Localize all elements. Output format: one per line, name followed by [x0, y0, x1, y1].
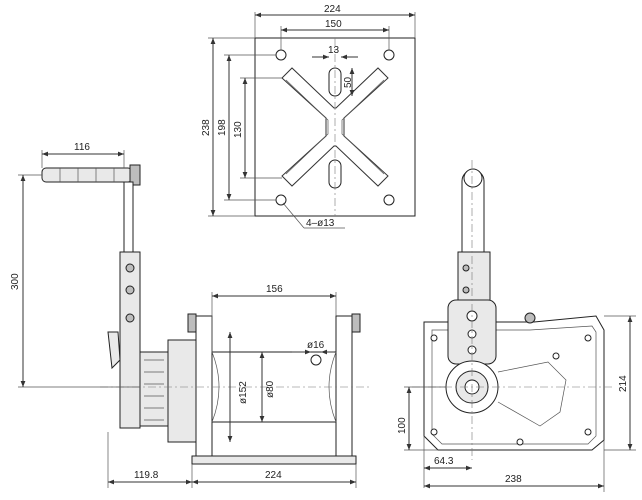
handle-grip: [41, 167, 133, 183]
dim-cross-height: 130: [233, 121, 244, 138]
dim-axis-height: 100: [397, 417, 408, 434]
gearbox-housing: [139, 351, 169, 427]
dim-hole-dia: ø16: [307, 340, 325, 351]
dim-handle-width: 116: [74, 142, 90, 153]
dim-end-width: 238: [505, 474, 522, 485]
dim-end-height: 214: [618, 375, 629, 392]
motor-body: [167, 339, 197, 443]
base-plate: [191, 455, 357, 465]
dim-flange-dia: ø152: [238, 381, 249, 404]
right-flange: [335, 315, 353, 457]
holes-callout: 4–ø13: [306, 218, 335, 229]
dim-drum-length: 156: [266, 284, 283, 295]
mounting-hole: [275, 194, 287, 206]
mounting-hole: [275, 49, 287, 61]
side-view-winch: 116 300 156 ø16 ø152 ø80 119.8 224: [10, 142, 372, 488]
handle-arm: [123, 181, 134, 263]
dim-offset: 119.8: [134, 470, 159, 481]
dim-base-width: 224: [265, 470, 282, 481]
dim-top-width: 224: [324, 4, 341, 15]
drum-hole: [310, 354, 322, 366]
cross-slots: [281, 67, 389, 187]
dim-hole-spacing-y: 198: [217, 119, 228, 136]
dim-slot-width: 13: [328, 45, 340, 56]
ratchet-plate: [119, 251, 141, 429]
end-view-winch: 214 100 64.3 238: [397, 160, 636, 492]
dim-hole-spacing-x: 150: [325, 19, 342, 30]
dim-handle-height: 300: [10, 273, 21, 290]
dim-top-height: 238: [201, 119, 212, 136]
dim-axis-offset: 64.3: [434, 456, 454, 467]
top-view-mounting-plate: 224 150 13 50 238 198 130 4–ø13: [201, 4, 416, 229]
mounting-hole: [383, 49, 395, 61]
mounting-hole: [383, 194, 395, 206]
dim-slot-length: 50: [343, 76, 354, 88]
left-flange: [195, 315, 213, 457]
dim-drum-dia: ø80: [265, 380, 276, 398]
